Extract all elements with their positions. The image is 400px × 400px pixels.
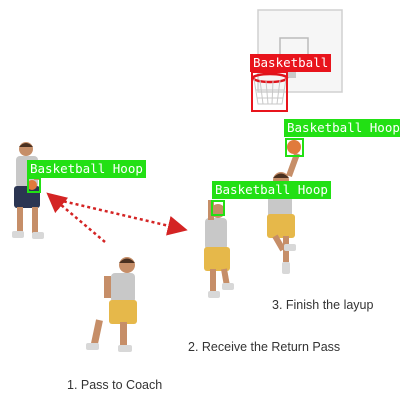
passer-shorts <box>109 300 137 324</box>
coach-leg-right <box>32 207 38 233</box>
detection-box-hoop-1 <box>285 138 304 157</box>
hoop-bracket <box>286 70 296 78</box>
player-layup-figure <box>267 140 301 274</box>
passer-hair <box>119 258 135 263</box>
passer-jersey <box>111 273 135 303</box>
backboard <box>257 9 343 93</box>
pass-arrow-to-coach <box>57 198 188 236</box>
passer-leg-left <box>90 319 103 346</box>
caption-step-2: 2. Receive the Return Pass <box>188 340 341 354</box>
coach-leg-left <box>17 207 23 233</box>
detection-box-basketball <box>251 71 288 112</box>
coach-ball <box>27 180 37 190</box>
hoop-net <box>253 78 287 105</box>
caption-step-3: 3. Finish the layup <box>272 298 374 312</box>
receiver-shoe-right <box>222 283 234 290</box>
layup-hair <box>273 173 289 178</box>
layup-leg-right <box>272 234 286 252</box>
detection-label-hoop-3: Basketball Hoop <box>212 181 331 199</box>
layup-shoe-right <box>284 244 296 251</box>
detection-box-hoop-3 <box>211 200 225 216</box>
coach-shoe-right <box>32 232 44 239</box>
layup-arm <box>286 152 301 178</box>
passer-shoe-right <box>118 345 132 352</box>
detection-label-hoop-1: Basketball Hoop <box>284 119 400 137</box>
layup-ball <box>287 140 301 154</box>
backboard-hoop <box>251 9 343 105</box>
receiver-leg-left <box>210 269 216 293</box>
caption-step-1: 1. Pass to Coach <box>67 378 163 392</box>
receiver-jersey <box>205 218 227 250</box>
detection-label-hoop-2: Basketball Hoop <box>27 160 146 178</box>
passer-shoe-left <box>86 343 99 350</box>
coach-shoe-left <box>12 231 24 238</box>
coach-figure <box>12 142 44 239</box>
passer-leg-right <box>120 322 127 348</box>
player-passing-figure <box>86 257 137 352</box>
layup-shoe-left <box>282 262 290 274</box>
passer-arm <box>104 276 111 298</box>
layup-shorts <box>267 214 295 238</box>
pass-arrow-to-player <box>46 192 106 243</box>
detection-box-hoop-2 <box>27 177 41 193</box>
detection-label-basketball: Basketball <box>250 54 332 72</box>
receiver-shorts <box>204 247 230 271</box>
receiver-shoe-left <box>208 291 220 298</box>
coach-hair <box>19 143 33 147</box>
